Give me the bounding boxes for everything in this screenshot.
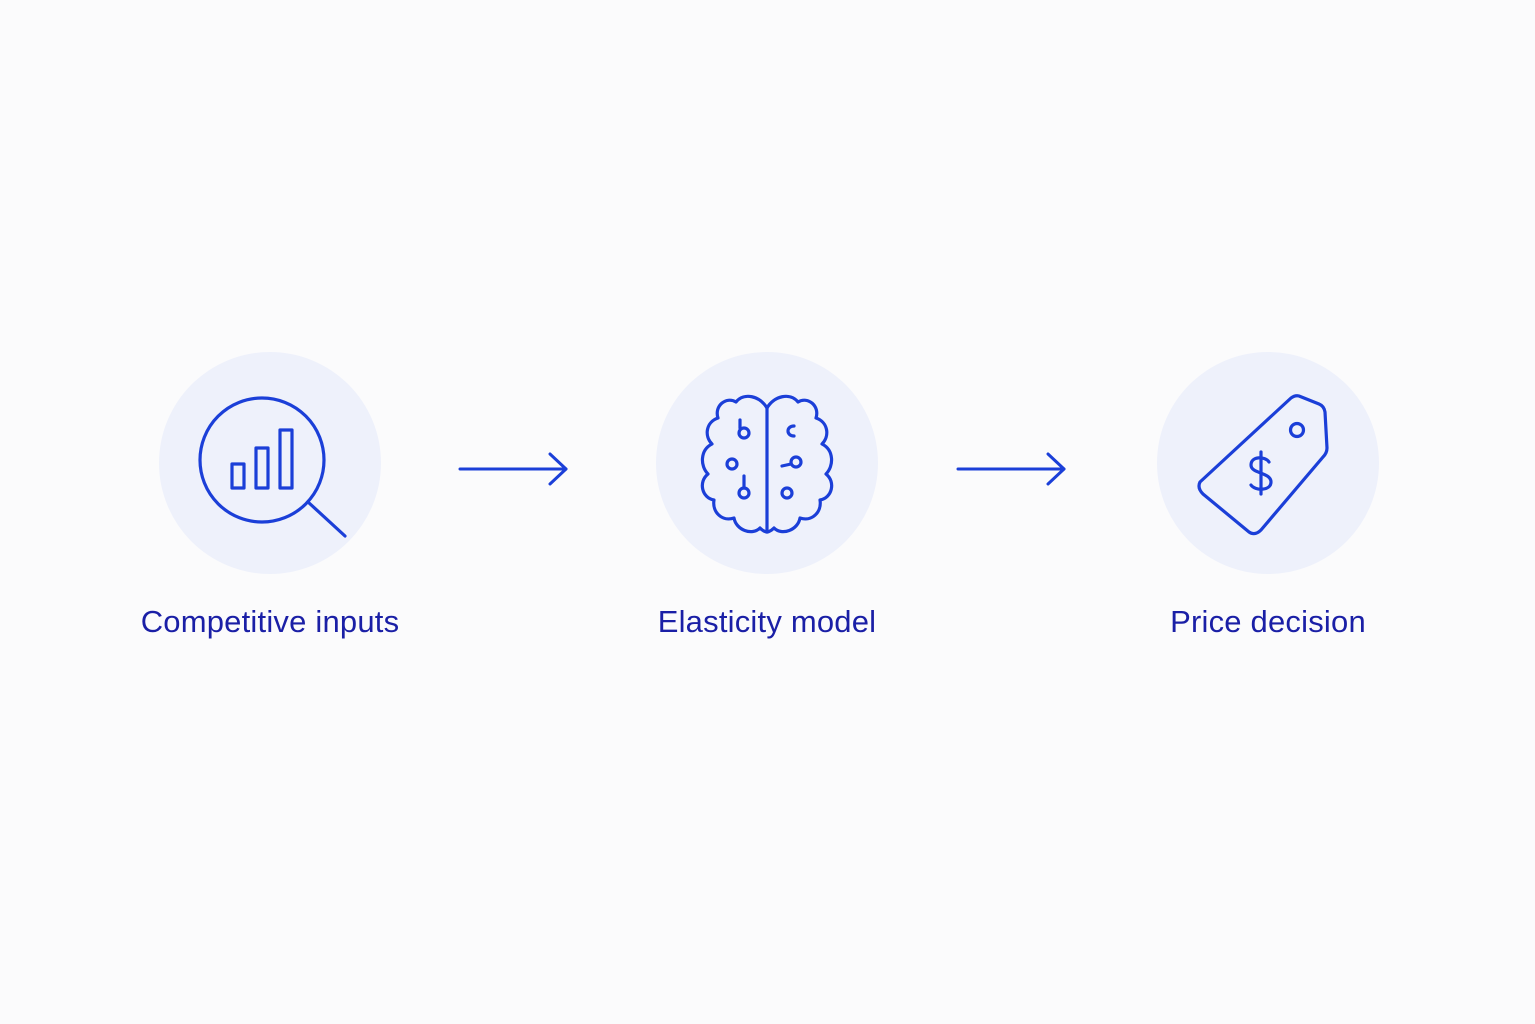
price-tag-dollar-icon bbox=[1197, 394, 1329, 536]
arrow-right-icon bbox=[956, 452, 1068, 486]
step-elasticity-model: Elasticity model bbox=[567, 352, 967, 652]
brain-circuit-icon bbox=[700, 394, 834, 534]
step-label: Price decision bbox=[1170, 604, 1366, 639]
magnifier-bar-chart-icon bbox=[198, 396, 347, 538]
step-icon-circle bbox=[159, 352, 381, 574]
step-price-decision: Price decision bbox=[1068, 352, 1468, 652]
step-label: Elasticity model bbox=[657, 604, 877, 639]
arrow-right-icon bbox=[458, 452, 570, 486]
step-icon-circle bbox=[656, 352, 878, 574]
step-icon-circle bbox=[1157, 352, 1379, 574]
step-competitive-inputs: Competitive inputs bbox=[70, 352, 470, 652]
step-label: Competitive inputs bbox=[140, 604, 400, 639]
